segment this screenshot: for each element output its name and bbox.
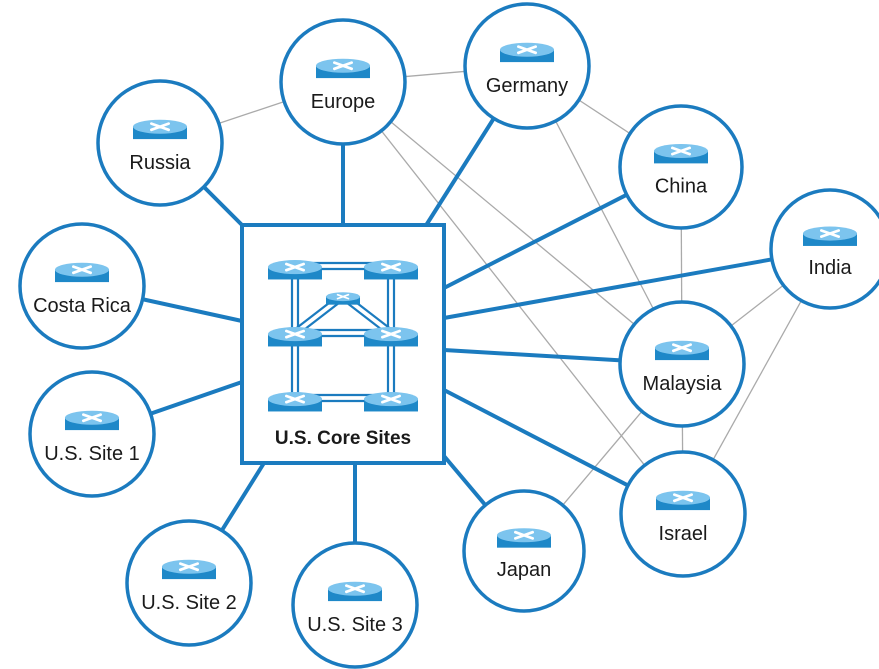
router-icon bbox=[655, 340, 709, 361]
router-icon bbox=[316, 58, 370, 79]
site-circle bbox=[125, 519, 253, 647]
site-circle bbox=[462, 489, 586, 613]
site-node-germany: Germany bbox=[463, 2, 591, 130]
site-circle bbox=[619, 450, 747, 578]
site-circle bbox=[618, 300, 746, 428]
router-icon bbox=[364, 327, 418, 347]
router-icon bbox=[803, 226, 857, 246]
site-label: India bbox=[808, 257, 852, 279]
site-node-us-site-3: U.S. Site 3 bbox=[291, 541, 419, 669]
site-circle bbox=[96, 79, 224, 207]
site-label: Costa Rica bbox=[33, 295, 132, 317]
core-sites-box: U.S. Core Sites bbox=[240, 223, 446, 465]
site-circle bbox=[463, 2, 591, 130]
site-label: Russia bbox=[129, 152, 191, 174]
router-icon bbox=[654, 143, 708, 164]
site-label: Israel bbox=[659, 523, 708, 545]
router-icon bbox=[364, 260, 418, 280]
router-icon bbox=[65, 410, 119, 431]
site-label: China bbox=[655, 176, 708, 198]
site-label: Japan bbox=[497, 559, 552, 581]
site-circle bbox=[279, 18, 407, 146]
site-circle bbox=[28, 370, 156, 498]
site-node-us-site-1: U.S. Site 1 bbox=[28, 370, 156, 498]
site-node-costa-rica: Costa Rica bbox=[18, 222, 146, 350]
site-circle bbox=[618, 104, 744, 230]
site-node-india: India bbox=[769, 188, 879, 310]
site-label: Germany bbox=[486, 75, 568, 97]
router-icon bbox=[55, 262, 109, 283]
mesh-link-europe-israel bbox=[342, 81, 684, 515]
site-node-russia: Russia bbox=[96, 79, 224, 207]
site-node-europe: Europe bbox=[279, 18, 407, 146]
router-icon bbox=[364, 392, 418, 412]
site-label: Europe bbox=[311, 91, 376, 113]
core-link-india bbox=[443, 247, 831, 320]
router-icon bbox=[497, 528, 551, 548]
site-node-china: China bbox=[618, 104, 744, 230]
router-icon bbox=[268, 392, 322, 412]
router-icon bbox=[268, 327, 322, 347]
router-icon bbox=[500, 42, 554, 63]
site-node-us-site-2: U.S. Site 2 bbox=[125, 519, 253, 647]
site-node-israel: Israel bbox=[619, 450, 747, 578]
site-node-japan: Japan bbox=[462, 489, 586, 613]
site-circle bbox=[291, 541, 419, 669]
site-label: U.S. Site 3 bbox=[307, 614, 403, 636]
router-icon bbox=[656, 490, 710, 511]
site-circle bbox=[769, 188, 879, 310]
site-label: U.S. Site 2 bbox=[141, 592, 237, 614]
site-node-malaysia: Malaysia bbox=[618, 300, 746, 428]
router-icon bbox=[268, 260, 322, 280]
router-icon bbox=[133, 119, 187, 140]
core-routers bbox=[268, 260, 418, 412]
site-label: Malaysia bbox=[643, 373, 723, 395]
mesh-link-europe-malaysia bbox=[342, 81, 683, 365]
router-icon bbox=[328, 581, 382, 602]
site-circle bbox=[18, 222, 146, 350]
core-sites-label: U.S. Core Sites bbox=[275, 428, 411, 449]
site-label: U.S. Site 1 bbox=[44, 443, 140, 465]
router-icon bbox=[162, 559, 216, 580]
router-icon bbox=[326, 292, 360, 305]
